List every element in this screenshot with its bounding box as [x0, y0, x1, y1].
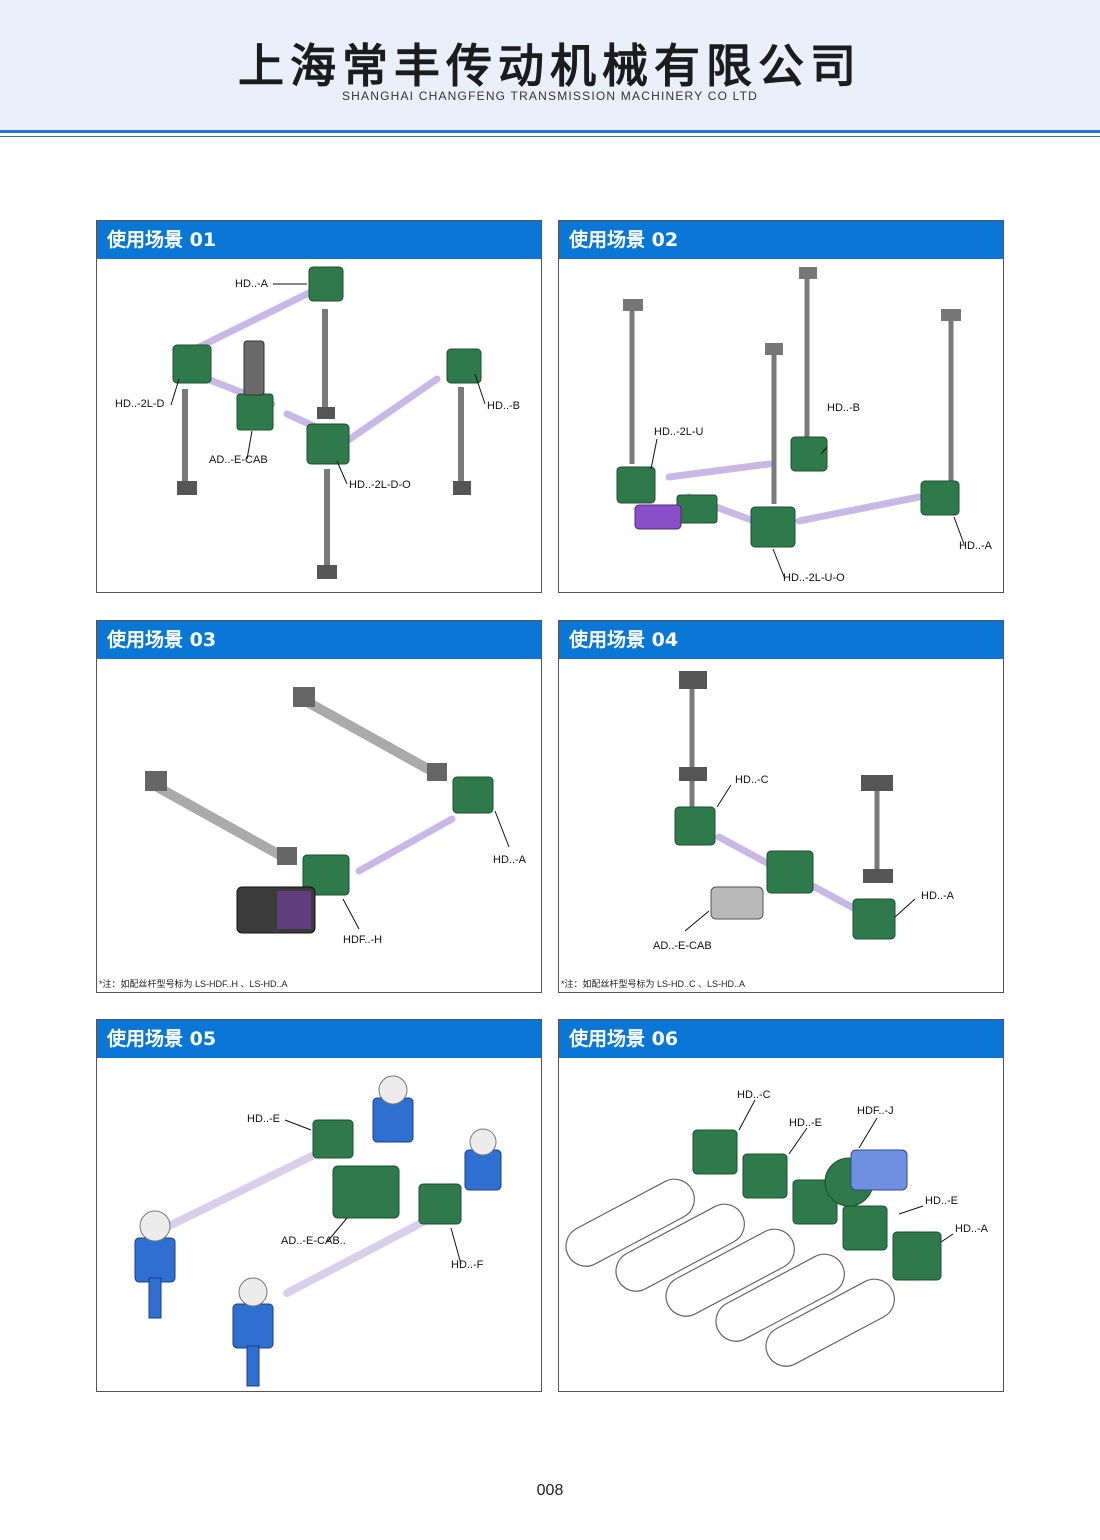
scenario-panel-04: 使用场景 04 HD..-C HD..-A AD..-E-CAB *注：如配丝杆… — [558, 620, 1004, 993]
scenario-panel-06: 使用场景 06 HD..-C HD..-E HDF..-J HD..-E HD.… — [558, 1019, 1004, 1392]
label-hd-e: HD..-E — [247, 1113, 280, 1125]
label-hd-2l-d-o: HD..-2L-D-O — [349, 479, 411, 491]
scenario-03-illustration: HD..-A HDF..-H — [145, 687, 527, 946]
scenario-panel-01: 使用场景 01 HD..-A HD..-2L-D HD..-B AD..-E-C… — [96, 220, 542, 593]
scenario-02-illustration: HD..-B HD..-2L-U HD..-A HD..-2L-U-O — [616, 267, 993, 584]
label-hd-a: HD..-A — [959, 540, 993, 552]
label-hd-b: HD..-B — [827, 402, 860, 414]
panel-title: 使用场景 03 — [97, 621, 541, 659]
label-hd-a: HD..-A — [921, 890, 955, 902]
label-hd-e: HD..-E — [789, 1117, 822, 1129]
label-ad-e-cab: AD..-E-CAB — [209, 454, 268, 466]
label-ad-e-cab: AD..-E-CAB.. — [281, 1235, 346, 1247]
label-hd-c: HD..-C — [737, 1089, 771, 1101]
page-number: 008 — [536, 1482, 564, 1499]
scenario-06-illustration: HD..-C HD..-E HDF..-J HD..-E HD..-A — [565, 1089, 989, 1367]
scenario-panel-05: 使用场景 05 HD..-E AD..-E-CAB.. HD..-F — [96, 1019, 542, 1392]
panel-title: 使用场景 06 — [559, 1020, 1003, 1058]
panel-title: 使用场景 05 — [97, 1020, 541, 1058]
label-hd-c: HD..-C — [735, 774, 769, 786]
label-hdf-h: HDF..-H — [343, 934, 382, 946]
panel-title: 使用场景 02 — [559, 221, 1003, 259]
label-hd-e-2: HD..-E — [925, 1195, 958, 1207]
label-hd-b: HD..-B — [487, 400, 520, 412]
company-name-cn: 上海常丰传动机械有限公司 — [238, 39, 862, 93]
label-hd-2l-u: HD..-2L-U — [654, 426, 704, 438]
header-divider-thin — [0, 136, 1100, 137]
scenario-01-illustration: HD..-A HD..-2L-D HD..-B AD..-E-CAB HD..-… — [115, 266, 520, 579]
label-hd-a: HD..-A — [235, 278, 269, 290]
label-hd-2l-u-o: HD..-2L-U-O — [783, 572, 845, 584]
page-header: 上海常丰传动机械有限公司 SHANGHAI CHANGFENG TRANSMIS… — [0, 0, 1100, 132]
scenario-panel-02: 使用场景 02 HD..-B HD..-2L-U HD..-A HD..-2L-… — [558, 220, 1004, 593]
panel-footnote: *注：如配丝杆型号标为 LS-HD..C 、LS-HD..A — [561, 979, 746, 989]
label-hd-a: HD..-A — [493, 854, 527, 866]
header-divider — [0, 130, 1100, 133]
scenario-05-illustration: HD..-E AD..-E-CAB.. HD..-F — [134, 1075, 502, 1387]
label-ad-e-cab: AD..-E-CAB — [653, 940, 712, 952]
label-hd-2l-d: HD..-2L-D — [115, 398, 165, 410]
label-hdf-j: HDF..-J — [857, 1105, 894, 1117]
panel-title: 使用场景 01 — [97, 221, 541, 259]
scenario-04-illustration: HD..-C HD..-A AD..-E-CAB — [653, 671, 955, 952]
label-hd-a: HD..-A — [955, 1223, 989, 1235]
panel-footnote: *注：如配丝杆型号标为 LS-HDF..H 、LS-HD..A — [99, 979, 288, 989]
panel-title: 使用场景 04 — [559, 621, 1003, 659]
label-hd-f: HD..-F — [451, 1259, 484, 1271]
scenario-panel-03: 使用场景 03 HD..-A HDF..-H *注：如配丝杆型号标为 LS-HD… — [96, 620, 542, 993]
company-name-en: SHANGHAI CHANGFENG TRANSMISSION MACHINER… — [341, 89, 759, 103]
